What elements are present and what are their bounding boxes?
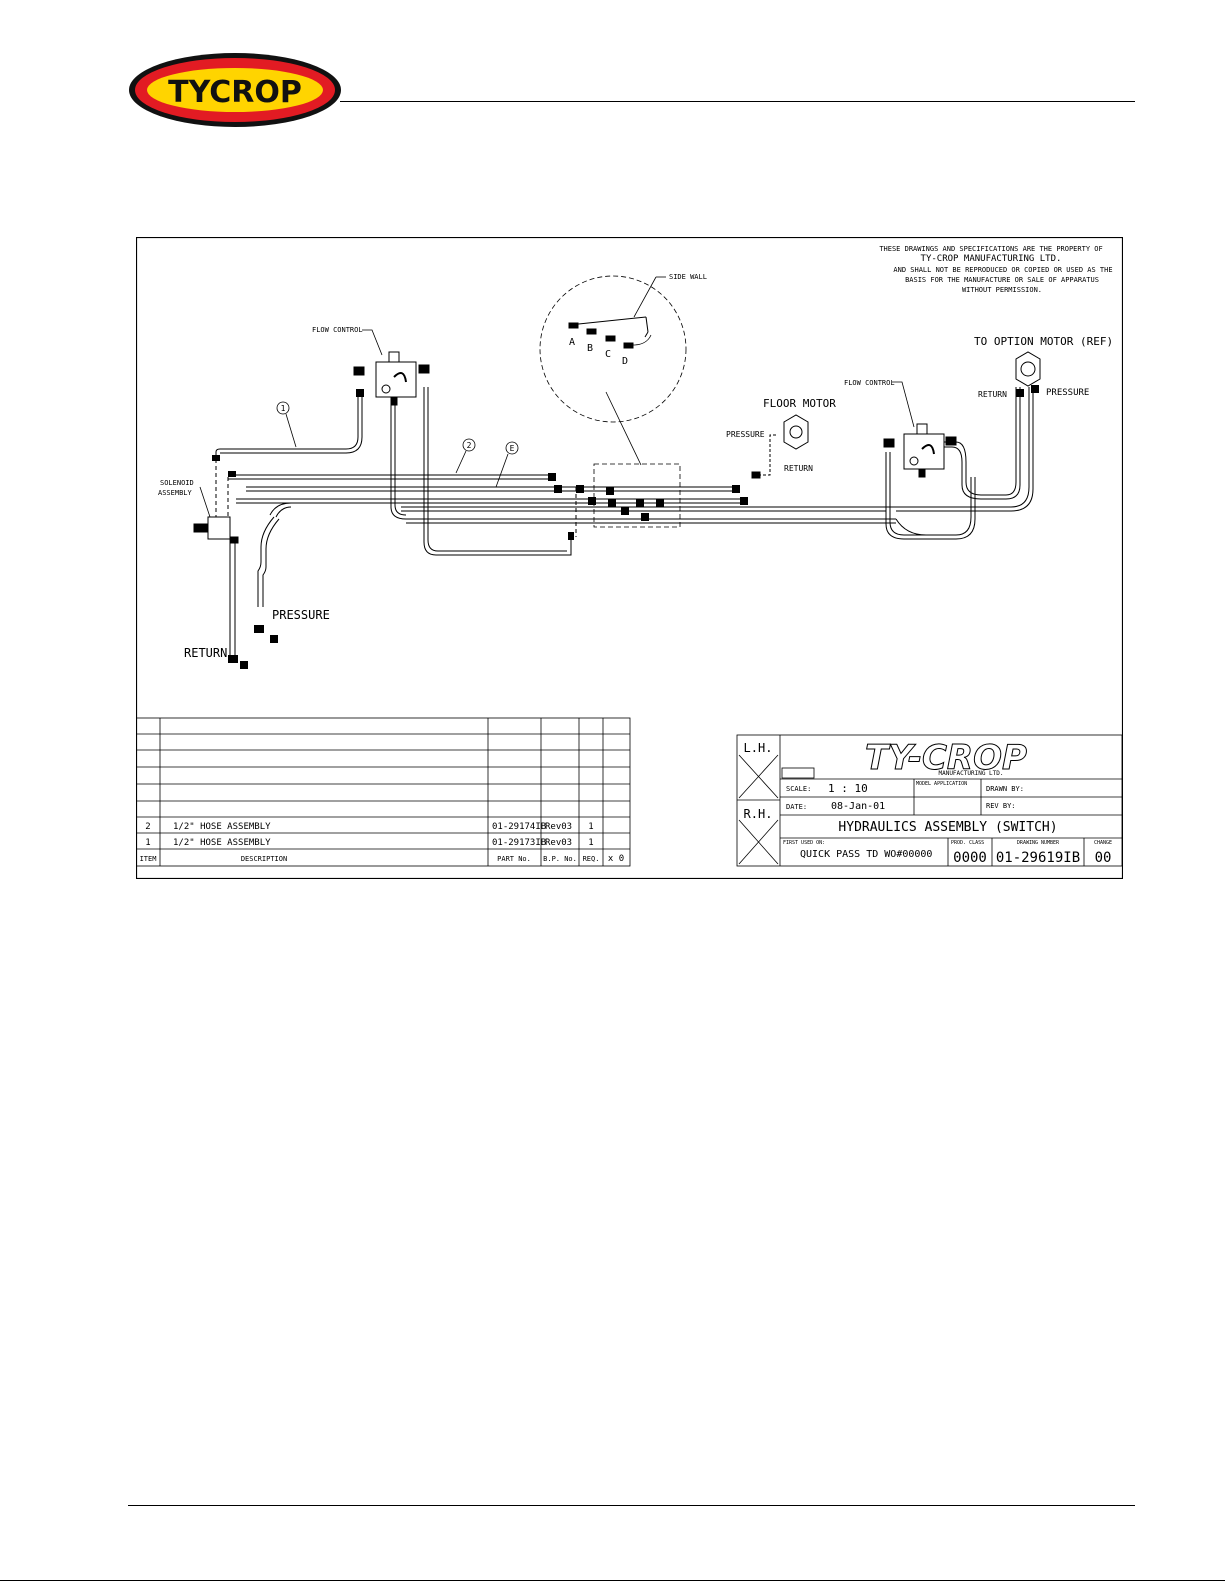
option-motor-label: TO OPTION MOTOR (REF) bbox=[974, 335, 1113, 348]
footer-rule bbox=[128, 1505, 1135, 1506]
flow-control-left bbox=[353, 351, 430, 406]
bom-row-1-description: 1/2" HOSE ASSEMBLY bbox=[173, 838, 271, 848]
change-label: CHANGE bbox=[1094, 840, 1112, 846]
notice-line-1: THESE DRAWINGS AND SPECIFICATIONS ARE TH… bbox=[879, 245, 1102, 253]
scale-label: SCALE: bbox=[786, 785, 811, 793]
notice-line-2: TY-CROP MANUFACTURING LTD. bbox=[921, 254, 1062, 264]
bom-row-2-item: 2 bbox=[145, 822, 150, 832]
main-return-label: RETURN bbox=[184, 646, 227, 660]
floor-pressure-label: PRESSURE bbox=[726, 430, 765, 439]
solenoid-label-1: SOLENOID bbox=[160, 479, 194, 487]
flow-control-right bbox=[883, 423, 957, 478]
drawn-by-label: DRAWN BY: bbox=[986, 785, 1024, 793]
tycrop-logo: TYCROP bbox=[129, 53, 341, 127]
balloon-2-text: 2 bbox=[467, 441, 472, 450]
balloon-e bbox=[495, 441, 519, 488]
notice-line-3: AND SHALL NOT BE REPRODUCED OR COPIED OR… bbox=[893, 266, 1112, 274]
date-label: DATE: bbox=[786, 803, 807, 811]
bom-header-description: DESCRIPTION bbox=[241, 855, 287, 863]
notice-line-4: BASIS FOR THE MANUFACTURE OR SALE OF APP… bbox=[905, 276, 1099, 284]
bom-row-2-req: 1 bbox=[588, 822, 593, 832]
solenoid-label-2: ASSEMBLY bbox=[158, 489, 193, 497]
page-bottom-edge bbox=[0, 1580, 1225, 1581]
balloon-1-text: 1 bbox=[281, 404, 286, 413]
company-subtitle: MANUFACTURING LTD. bbox=[938, 770, 1003, 777]
prod-class-label: PROD. CLASS bbox=[951, 840, 984, 846]
flow-control-left-label: FLOW CONTROL bbox=[312, 326, 363, 334]
bom-row-1-req: 1 bbox=[588, 838, 593, 848]
port-a-label: A bbox=[569, 337, 575, 348]
balloon-2 bbox=[455, 438, 476, 474]
bom-row-1-part-no: 01-29173IB bbox=[492, 838, 546, 848]
bom-header-req: REQ. bbox=[583, 855, 600, 863]
solenoid-leader bbox=[199, 486, 211, 518]
drawing-number-value: 01-29619IB bbox=[996, 850, 1080, 866]
first-used-label: FIRST USED ON: bbox=[783, 840, 825, 846]
bom-row-2-part-no: 01-29174IB bbox=[492, 822, 546, 832]
flow-control-right-label: FLOW CONTROL bbox=[844, 379, 895, 387]
change-value: 00 bbox=[1095, 850, 1112, 866]
title-block bbox=[736, 734, 1123, 867]
bom-header-part-no: PART No. bbox=[497, 855, 531, 863]
header-rule bbox=[340, 101, 1135, 102]
hose-routing bbox=[215, 387, 1034, 657]
side-wall-label: SIDE WALL bbox=[669, 273, 707, 281]
option-return-label: RETURN bbox=[978, 390, 1007, 399]
hydraulic-drawing: THESE DRAWINGS AND SPECIFICATIONS ARE TH… bbox=[136, 237, 1123, 879]
option-motor bbox=[1015, 351, 1041, 387]
first-used-value: QUICK PASS TD WO#00000 bbox=[800, 849, 932, 860]
bom-header-item: ITEM bbox=[140, 855, 157, 863]
drawing-frame bbox=[136, 237, 1123, 879]
bom-header-bp-no: B.P. No. bbox=[543, 855, 577, 863]
port-c-label: C bbox=[605, 349, 611, 360]
main-pressure-label: PRESSURE bbox=[272, 608, 330, 622]
port-d-label: D bbox=[622, 356, 628, 367]
floor-motor-label: FLOOR MOTOR bbox=[763, 397, 836, 410]
bom-header-x: x 0 bbox=[608, 854, 624, 864]
balloon-1 bbox=[276, 401, 297, 448]
flow-control-left-leader bbox=[362, 329, 383, 356]
scale-value: 1 : 10 bbox=[828, 782, 868, 795]
prod-class-value: 0000 bbox=[953, 850, 987, 866]
balloon-e-text: E bbox=[510, 444, 515, 453]
model-label: MODEL APPLICATION bbox=[916, 781, 967, 787]
option-pressure-label: PRESSURE bbox=[1046, 388, 1089, 398]
date-value: 08-Jan-01 bbox=[831, 801, 885, 812]
port-b-label: B bbox=[587, 343, 593, 354]
detail-view-side-wall bbox=[539, 275, 687, 466]
drawing-title: HYDRAULICS ASSEMBLY (SWITCH) bbox=[838, 820, 1057, 835]
bill-of-materials bbox=[136, 717, 631, 867]
company-wordmark: TY-CROP bbox=[865, 738, 1027, 778]
rh-label: R.H. bbox=[744, 807, 773, 821]
bom-row-2-bp-no: Rev03 bbox=[545, 822, 572, 832]
fittings bbox=[212, 385, 1039, 669]
solenoid-assembly bbox=[193, 459, 239, 544]
logo-text: TYCROP bbox=[168, 75, 302, 110]
drawing-number-label: DRAWING NUMBER bbox=[1017, 840, 1060, 846]
notice-line-5: WITHOUT PERMISSION. bbox=[962, 286, 1042, 294]
bom-row-1-item: 1 bbox=[145, 838, 150, 848]
detail-box bbox=[593, 463, 681, 528]
bom-row-1-bp-no: Rev03 bbox=[545, 838, 572, 848]
bom-row-2-description: 1/2" HOSE ASSEMBLY bbox=[173, 822, 271, 832]
rev-by-label: REV BY: bbox=[986, 802, 1016, 810]
floor-return-label: RETURN bbox=[784, 464, 813, 473]
floor-motor bbox=[751, 414, 809, 479]
property-notice: THESE DRAWINGS AND SPECIFICATIONS ARE TH… bbox=[879, 245, 1112, 294]
flow-control-right-leader bbox=[892, 381, 915, 428]
lh-label: L.H. bbox=[744, 741, 773, 755]
